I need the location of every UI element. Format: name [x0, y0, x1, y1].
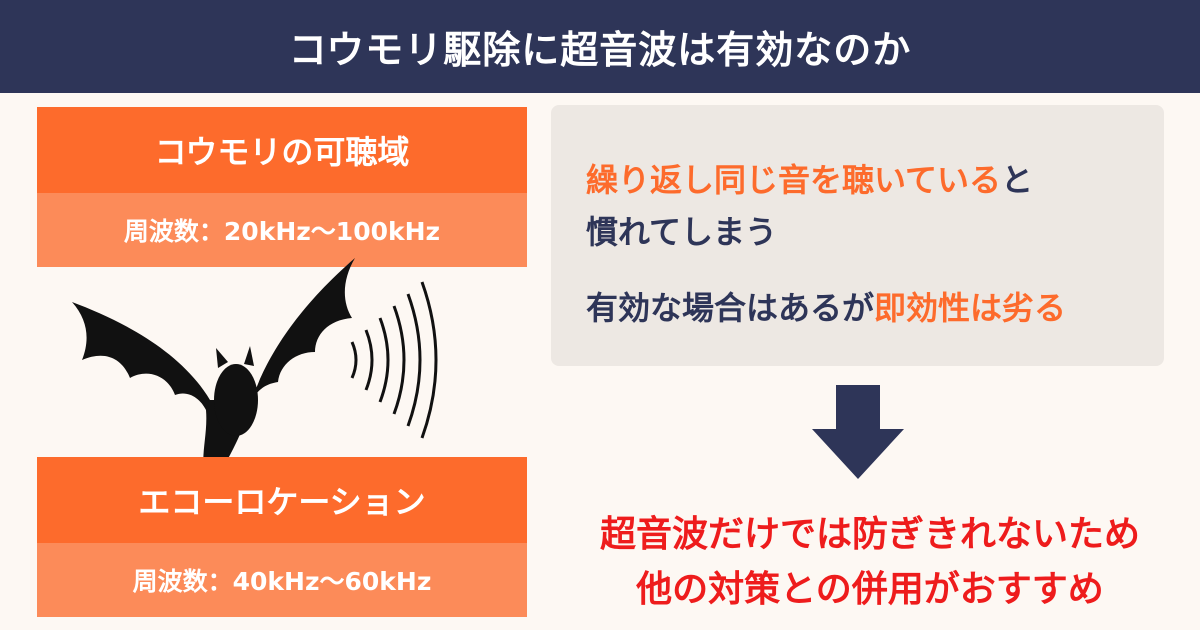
hearing-range-frequency: 周波数：20kHz〜100kHz [37, 193, 527, 267]
info-line-2: 慣れてしまう [586, 213, 778, 251]
down-arrow-icon [812, 385, 904, 479]
info-box [551, 105, 1164, 366]
echolocation-title: エコーロケーション [37, 457, 527, 543]
conclusion-line-2: 他の対策との併用がおすすめ [636, 569, 1104, 610]
page-title: コウモリ駆除に超音波は有効なのか [0, 0, 1200, 93]
info-line-1: 繰り返し同じ音を聴いていると [586, 155, 1033, 201]
info-line-3-start: 有効な場合はあるが [586, 289, 875, 327]
sound-waves-icon [350, 281, 438, 439]
bat-silhouette-icon [72, 258, 355, 475]
info-line-3-accent: 即効性は劣る [874, 289, 1067, 327]
info-line-1-rest: と [1001, 161, 1034, 199]
info-line-1-accent: 繰り返し同じ音を聴いている [586, 161, 1002, 199]
conclusion-line-1: 超音波だけでは防ぎきれないため [599, 514, 1140, 555]
info-line-3: 有効な場合はあるが即効性は劣る [586, 283, 1066, 329]
bat-illustration [72, 258, 438, 475]
hearing-range-title: コウモリの可聴域 [37, 107, 527, 193]
echolocation-frequency: 周波数：40kHz〜60kHz [37, 543, 527, 617]
